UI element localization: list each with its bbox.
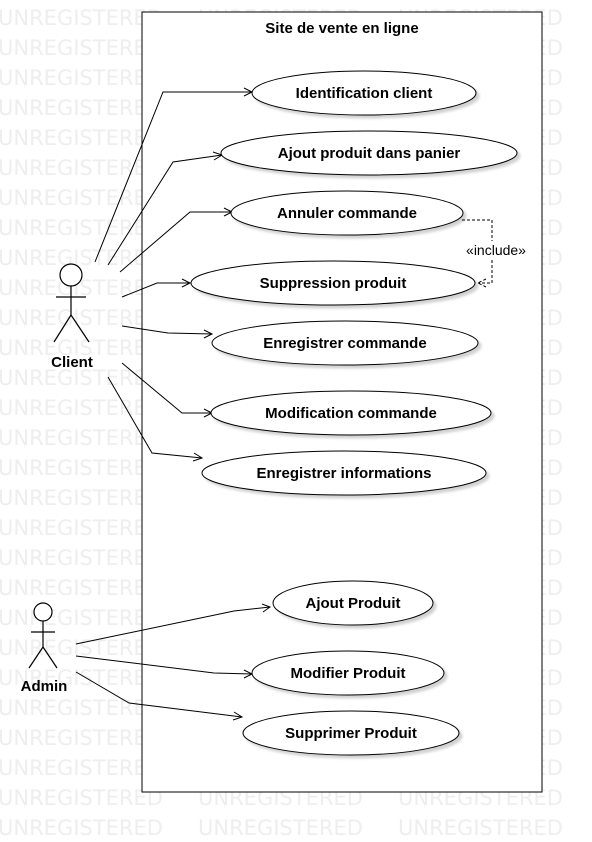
actor-leg-left [53, 314, 72, 343]
use-case-label: Ajout Produit [306, 595, 401, 612]
actor-client[interactable] [53, 263, 90, 343]
watermark-text: UNREGISTERED [0, 456, 163, 480]
use-case-label: Modification commande [265, 405, 437, 422]
watermark-text: UNREGISTERED [0, 606, 163, 630]
watermark-text: UNREGISTERED [198, 816, 363, 840]
watermark-text: UNREGISTERED [0, 306, 163, 330]
association-client-uc1[interactable] [94, 91, 252, 263]
association-admin-uc9[interactable] [75, 655, 253, 675]
actor-leg-left [28, 646, 44, 669]
association-client-uc3[interactable] [119, 211, 232, 273]
use-case-label: Modifier Produit [291, 665, 406, 682]
use-case-uc1[interactable]: Identification client [251, 70, 477, 116]
include-label: «include» [466, 242, 526, 258]
actor-head [33, 602, 53, 622]
use-case-uc7[interactable]: Enregistrer informations [201, 450, 487, 496]
watermark-text: UNREGISTERED [0, 696, 163, 720]
use-case-uc3[interactable]: Annuler commande [230, 190, 464, 236]
use-case-uc8[interactable]: Ajout Produit [272, 580, 434, 626]
actor-head [59, 263, 83, 287]
association-admin-uc8[interactable] [75, 606, 271, 645]
include-label-bg [462, 241, 528, 259]
arrowheads [181, 87, 272, 721]
watermark-text: UNREGISTERED [0, 66, 163, 90]
association-client-uc6[interactable] [121, 362, 212, 414]
watermark-text: UNREGISTERED [0, 96, 163, 120]
association-client-uc5[interactable] [121, 325, 213, 335]
watermark-text: UNREGISTERED [0, 666, 163, 690]
watermark-text: UNREGISTERED [0, 816, 163, 840]
watermark-text: UNREGISTERED [0, 546, 163, 570]
use-case-uc4[interactable]: Suppression produit [190, 260, 476, 306]
use-case-label: Enregistrer informations [256, 465, 431, 482]
use-case-label: Identification client [296, 85, 433, 102]
use-case-uc6[interactable]: Modification commande [210, 390, 492, 436]
watermark-text: UNREGISTERED [0, 366, 163, 390]
association-client-uc4[interactable] [121, 282, 190, 298]
watermark-text: UNREGISTERED [0, 6, 163, 30]
watermark-text: UNREGISTERED [0, 336, 163, 360]
watermark-text: UNREGISTERED [0, 246, 163, 270]
watermark-text: UNREGISTERED [0, 726, 163, 750]
watermark-text: UNREGISTERED [0, 516, 163, 540]
watermark-text: UNREGISTERED [0, 576, 163, 600]
use-case-label: Enregistrer commande [263, 335, 426, 352]
actor-leg-right [70, 314, 90, 343]
association-client-uc2[interactable] [107, 154, 223, 266]
watermark-text: UNREGISTERED [0, 756, 163, 780]
watermark-text: UNREGISTERED [0, 426, 163, 450]
watermark-text: UNREGISTERED [0, 216, 163, 240]
use-case-label: Suppression produit [260, 275, 407, 292]
use-case-label: Supprimer Produit [285, 725, 417, 742]
include-arrowhead [476, 278, 487, 288]
actor-admin-label: Admin [21, 678, 68, 695]
watermark-text: UNREGISTERED [0, 486, 163, 510]
use-case-uc10[interactable]: Supprimer Produit [242, 710, 460, 756]
arrowhead-uc8 [261, 603, 272, 613]
watermark-text: UNREGISTERED [398, 816, 563, 840]
associations [75, 91, 271, 718]
watermark-text: UNREGISTERED [0, 126, 163, 150]
actor-admin[interactable] [28, 602, 58, 669]
watermark-text: UNREGISTERED [0, 186, 163, 210]
use-case-label: Annuler commande [277, 205, 417, 222]
arrowhead-uc10 [232, 711, 244, 721]
arrowhead-uc4 [181, 278, 192, 288]
watermark-text: UNREGISTERED [0, 156, 163, 180]
watermark-text: UNREGISTERED [0, 636, 163, 660]
use-case-uc2[interactable]: Ajout produit dans panier [220, 130, 518, 176]
association-client-uc7[interactable] [107, 376, 203, 459]
actor-client-label: Client [51, 354, 93, 371]
use-case-uc5[interactable]: Enregistrer commande [211, 320, 479, 366]
watermark-text: UNREGISTERED [0, 396, 163, 420]
actor-leg-right [42, 646, 58, 669]
watermark-text: UNREGISTERED [0, 36, 163, 60]
arrowhead-uc7 [192, 452, 204, 462]
watermark-text: UNREGISTERED [0, 786, 163, 810]
association-admin-uc10[interactable] [75, 671, 243, 718]
system-title: Site de vente en ligne [265, 20, 418, 37]
use-case-uc9[interactable]: Modifier Produit [251, 650, 445, 696]
use-case-label: Ajout produit dans panier [278, 145, 461, 162]
arrowhead-uc5 [203, 329, 214, 339]
